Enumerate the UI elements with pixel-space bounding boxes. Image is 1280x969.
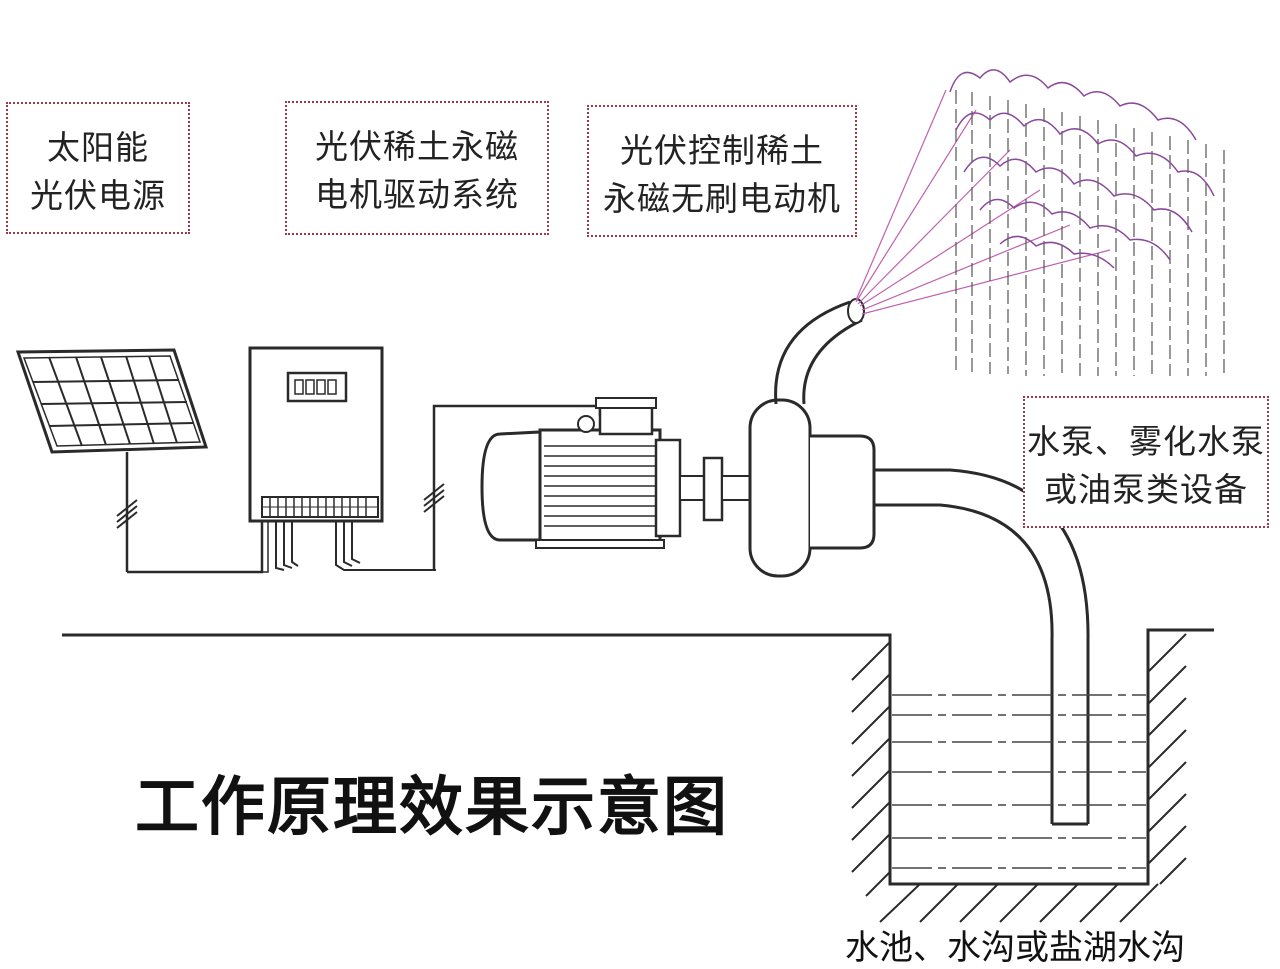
drive-label-line1: 光伏稀土永磁 [315,127,519,166]
drive-label-line2: 电机驱动系统 [315,175,519,214]
drive-system-label: 光伏稀土永磁 电机驱动系统 [285,101,549,235]
solar-label-line1: 太阳能 [47,128,149,167]
solar-power-label: 太阳能 光伏电源 [6,102,190,234]
pump-equipment-label: 水泵、雾化水泵 或油泵类设备 [1023,396,1269,528]
pool-caption: 水池、水沟或盐湖水沟 [845,928,1185,968]
solar-panel-icon [15,348,209,572]
spray-mist [855,89,1111,315]
pump-label-line1: 水泵、雾化水泵 [1027,422,1265,461]
electric-motor-icon [480,397,705,549]
solar-label-line2: 光伏电源 [30,176,166,215]
pump-label-line2: 或油泵类设备 [1044,470,1248,509]
controller-box-icon [248,346,384,523]
motor-label-line1: 光伏控制稀土 [620,131,824,170]
motor-label-line2: 永磁无刷电动机 [603,179,841,218]
motor-label: 光伏控制稀土 永磁无刷电动机 [587,105,857,237]
diagram-title: 工作原理效果示意图 [135,771,729,845]
pool [62,628,1214,923]
pump-icon [748,298,876,578]
